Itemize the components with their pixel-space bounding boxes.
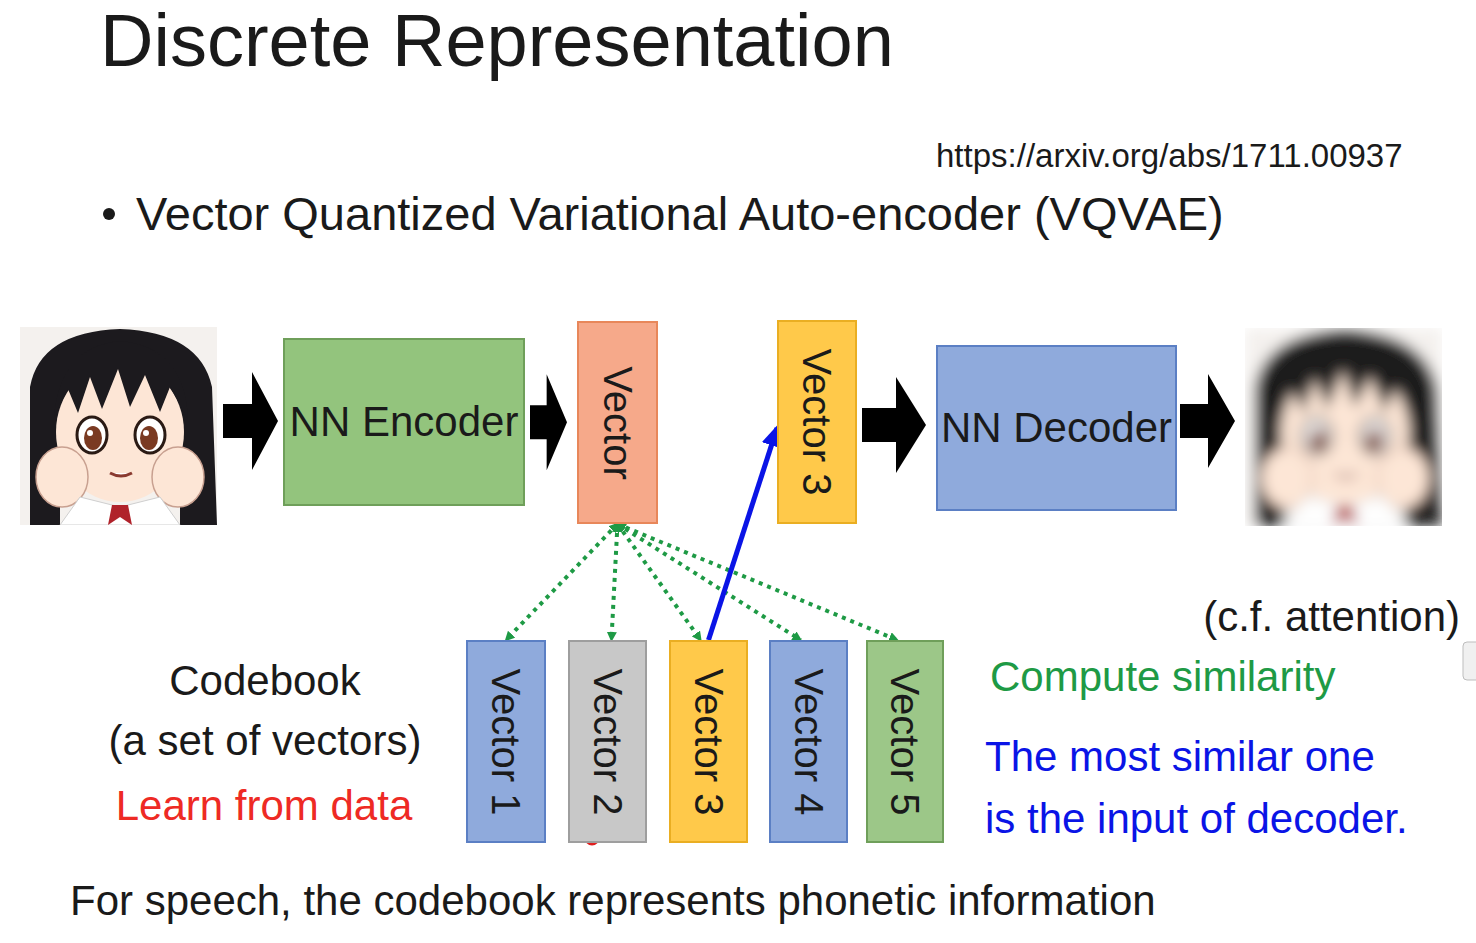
node-label: Vector 1 <box>478 668 534 815</box>
flow-arrow <box>530 374 567 470</box>
similarity-link <box>506 524 618 640</box>
node-label: Vector 3 <box>789 349 845 496</box>
codebook-vector: Vector 2 <box>568 640 647 843</box>
quantized-vector: Vector 3 <box>777 320 857 524</box>
learn-note: Learn from data <box>116 783 413 829</box>
flow-arrow <box>862 377 926 473</box>
codebook-vector: Vector 5 <box>866 640 944 843</box>
latent-vector: Vector <box>577 321 658 524</box>
similarity-link <box>618 524 801 640</box>
node-label: NN Encoder <box>290 393 519 452</box>
bullet-text: Vector Quantized Variational Auto-encode… <box>136 188 1224 240</box>
codebook-note: (a set of vectors) <box>109 718 422 764</box>
encoder-box: NN Encoder <box>283 338 525 506</box>
decoder-box: NN Decoder <box>936 345 1177 511</box>
node-label: Vector 5 <box>877 668 933 815</box>
node-label: Vector 2 <box>580 668 636 815</box>
flow-arrow <box>1180 374 1235 468</box>
similarity-note: Compute similarity <box>990 654 1335 700</box>
attention-note: (c.f. attention) <box>1203 594 1460 640</box>
similarity-link <box>611 524 617 640</box>
codebook-label: Codebook <box>169 658 360 704</box>
decoder-input-note: is the input of decoder. <box>985 796 1408 842</box>
input-image <box>20 327 217 525</box>
codebook-vector: Vector 3 <box>669 640 748 843</box>
node-label: NN Decoder <box>941 399 1172 458</box>
codebook-vector: Vector 1 <box>466 640 546 843</box>
flow-arrow <box>223 372 278 470</box>
node-label: Vector 4 <box>781 668 837 815</box>
node-label: Vector <box>590 366 646 479</box>
codebook-vector: Vector 4 <box>769 640 848 843</box>
bullet-dot <box>103 208 115 220</box>
output-image <box>1245 328 1442 526</box>
node-label: Vector 3 <box>681 668 737 815</box>
decoder-input-note: The most similar one <box>985 734 1375 780</box>
slide-title: Discrete Representation <box>100 0 894 81</box>
selection-arrow <box>709 428 778 640</box>
side-icon <box>1463 642 1476 680</box>
similarity-link <box>618 524 898 640</box>
footer-note: For speech, the codebook represents phon… <box>70 878 1156 924</box>
paper-link: https://arxiv.org/abs/1711.00937 <box>936 138 1403 174</box>
